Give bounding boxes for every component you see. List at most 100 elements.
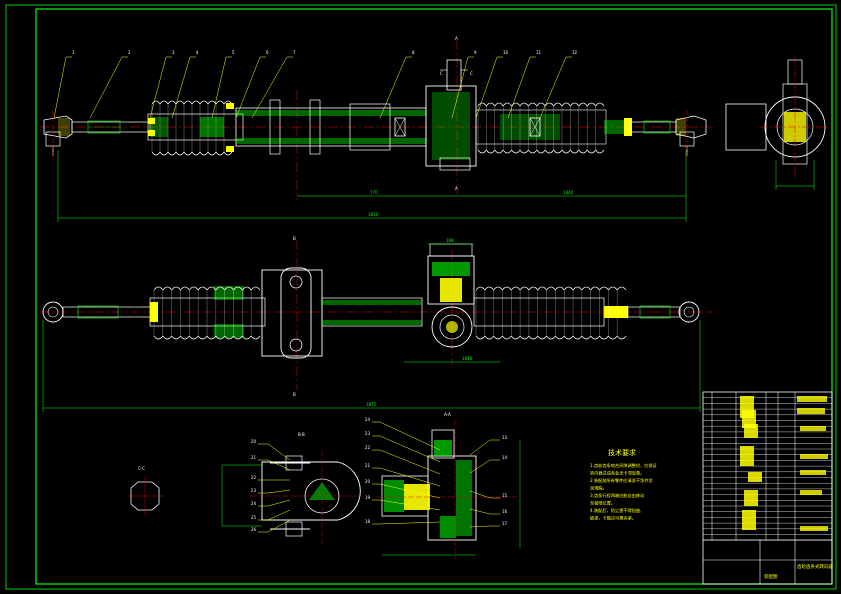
right-tie-rod-end xyxy=(675,110,707,160)
aa-balloon-r-13: 13 xyxy=(502,435,508,440)
leader-8 xyxy=(379,56,412,119)
note-line-1: 转向器总成各处无卡滞现象。 xyxy=(590,470,644,477)
left-boot xyxy=(151,100,233,156)
aa-leader-22 xyxy=(372,449,441,475)
title-block-title: 齿轮齿条式转向器 xyxy=(797,563,833,570)
bb-leader-24 xyxy=(258,499,291,507)
bb-balloon-20: 20 xyxy=(251,439,257,444)
section-cc: C-C xyxy=(126,466,164,516)
middle-view: 188 1875 1840 B B xyxy=(40,236,712,412)
aa-balloon-18: 18 xyxy=(365,519,371,524)
bb-leader-23 xyxy=(258,489,291,494)
balloon-7: 7 xyxy=(293,50,296,55)
aa-leader-21 xyxy=(372,467,441,487)
leader-12 xyxy=(539,56,572,119)
note-line-6: 4.装配后，防尘罩不得扭曲、 xyxy=(590,507,644,514)
note-line-0: 1.齿轮齿条啮合间隙调整时，应保证 xyxy=(590,462,658,469)
pinion-assembly xyxy=(427,243,475,348)
note-line-7: 破损，卡箍应可靠夹紧。 xyxy=(590,515,636,522)
balloon-4: 4 xyxy=(196,50,199,55)
section-mark-a-top: A xyxy=(455,36,458,41)
bb-balloon-23: 23 xyxy=(251,488,257,493)
bb-balloon-24: 24 xyxy=(251,501,257,506)
balloon-6: 6 xyxy=(266,50,269,55)
bb-leader-21 xyxy=(258,459,291,471)
dim-1840-mid: 1840 xyxy=(462,356,473,361)
section-mark-b-bottom: B xyxy=(293,392,296,397)
aa-leader-18 xyxy=(372,521,441,525)
balloon-1: 1 xyxy=(72,50,75,55)
left-tie-rod-end xyxy=(43,110,73,160)
aa-balloon-r-14: 14 xyxy=(502,455,508,460)
top-view-dimensions xyxy=(57,150,687,222)
aa-leader-24 xyxy=(372,421,441,451)
aa-leader-23 xyxy=(372,435,441,463)
title-block: 齿轮齿条式转向器 装配图 xyxy=(702,391,833,585)
notes-title: 技术要求 xyxy=(608,448,636,457)
bb-leader-20 xyxy=(258,443,291,461)
technical-notes: 技术要求 1.齿轮齿条啮合间隙调整时，应保证 转向器总成各处无卡滞现象。2.装配… xyxy=(590,448,658,522)
section-mark-c-left: C xyxy=(440,71,443,76)
balloon-11: 11 xyxy=(536,50,542,55)
aa-balloon-r-17: 17 xyxy=(502,521,508,526)
dim-1875: 1875 xyxy=(366,402,377,407)
aa-leader-r-17 xyxy=(469,525,500,528)
leader-1 xyxy=(53,56,72,119)
leader-10 xyxy=(475,56,503,119)
balloon-2: 2 xyxy=(128,50,131,55)
dim-770: 770 xyxy=(370,190,378,195)
aa-balloon-23: 23 xyxy=(365,431,371,436)
aa-balloon-20: 20 xyxy=(365,479,371,484)
leader-5 xyxy=(211,56,232,119)
bb-leader-26 xyxy=(258,519,291,533)
side-view xyxy=(725,55,832,190)
balloon-3: 3 xyxy=(172,50,175,55)
note-line-3: 润滑脂。 xyxy=(590,485,607,492)
bb-balloon-22: 22 xyxy=(251,475,257,480)
section-bb-label: B-B xyxy=(298,432,305,437)
pinion-housing xyxy=(425,59,477,171)
dim-1840: 1840 xyxy=(563,190,574,195)
balloon-10: 10 xyxy=(503,50,509,55)
bb-balloon-26: 26 xyxy=(251,527,257,532)
title-block-drawing-no: 装配图 xyxy=(764,573,778,580)
aa-leader-r-14 xyxy=(469,459,500,474)
aa-balloon-24: 24 xyxy=(365,417,371,422)
leader-4 xyxy=(171,56,196,119)
outer-frame xyxy=(5,4,837,590)
balloon-9: 9 xyxy=(474,50,477,55)
leader-2 xyxy=(89,56,128,119)
leader-9 xyxy=(451,56,474,119)
aa-leader-r-15 xyxy=(469,490,500,499)
aa-balloon-r-15: 15 xyxy=(502,493,508,498)
leader-3 xyxy=(149,56,172,119)
aa-leader-r-16 xyxy=(469,508,500,515)
note-line-4: 3.齿条行程两端应能自由移动 xyxy=(590,492,644,499)
section-mark-b-top: B xyxy=(293,236,296,241)
aa-balloon-19: 19 xyxy=(365,495,371,500)
aa-leader-20 xyxy=(372,483,441,499)
bb-balloon-21: 21 xyxy=(251,455,257,460)
leader-6 xyxy=(235,56,266,119)
balloon-5: 5 xyxy=(232,50,235,55)
note-line-2: 2.装配前所有零件应清洗干净并涂 xyxy=(590,477,653,484)
leader-11 xyxy=(507,56,536,119)
aa-balloon-21: 21 xyxy=(365,463,371,468)
inner-frame xyxy=(35,8,833,585)
balloon-12: 12 xyxy=(572,50,578,55)
bb-balloon-25: 25 xyxy=(251,515,257,520)
section-bb: B-B 20 21 22 23 24 25 26 xyxy=(221,432,361,545)
aa-leader-19 xyxy=(372,499,441,511)
aa-balloon-22: 22 xyxy=(365,445,371,450)
section-mark-a-bottom: A xyxy=(455,186,458,191)
top-view-leaders xyxy=(53,56,572,119)
aa-balloon-r-16: 16 xyxy=(502,509,508,514)
section-mark-c-right: C xyxy=(470,71,473,76)
leader-7 xyxy=(251,56,293,119)
dim-1850: 1850 xyxy=(368,212,379,217)
section-aa-label: A-A xyxy=(444,412,451,417)
note-line-5: 至极限位置。 xyxy=(590,500,615,507)
